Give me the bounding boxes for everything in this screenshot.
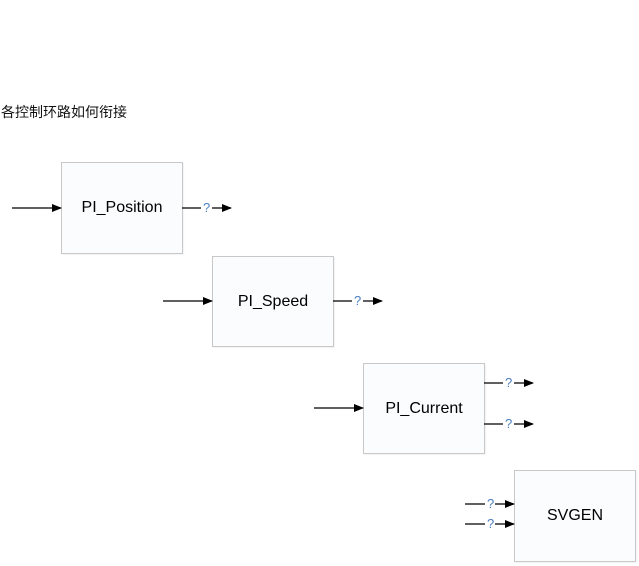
unknown-signal-label: ? xyxy=(354,293,361,308)
unknown-signal-label: ? xyxy=(487,516,494,531)
block-label: PI_Speed xyxy=(237,292,309,310)
block-svgen: SVGEN xyxy=(514,470,636,562)
block-label: SVGEN xyxy=(546,507,603,524)
unknown-signal-label: ? xyxy=(487,496,494,511)
unknown-signal-label: ? xyxy=(203,200,210,215)
unknown-signal-label: ? xyxy=(505,375,512,390)
block-label: PI_Current xyxy=(385,399,463,417)
diagram-title: 各控制环路如何衔接 xyxy=(1,105,127,121)
block-label: PI_Position xyxy=(81,199,163,216)
unknown-signal-label: ? xyxy=(505,416,512,431)
block-pi-current: PI_Current xyxy=(363,363,485,454)
